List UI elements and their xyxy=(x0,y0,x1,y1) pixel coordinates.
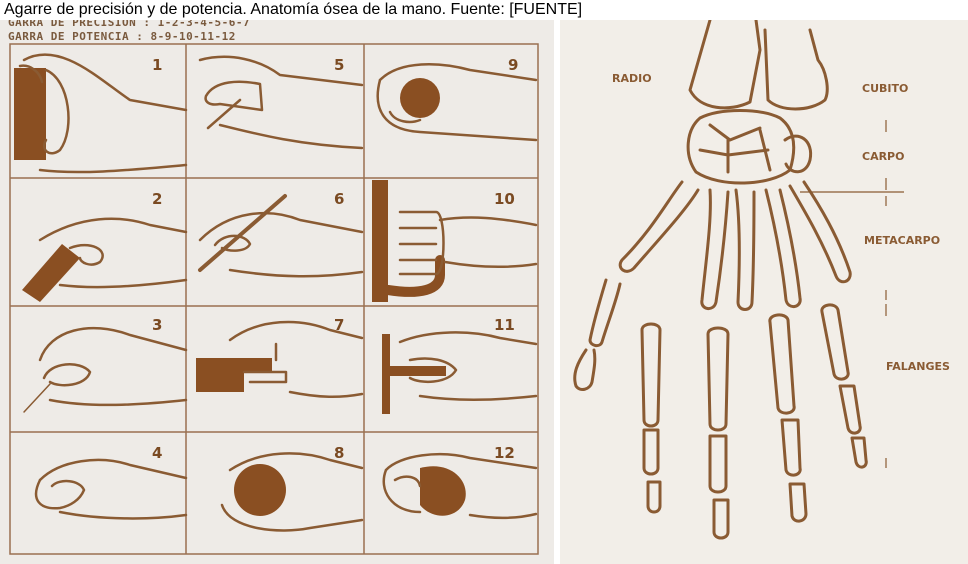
label-metacarpo: METACARPO xyxy=(864,234,940,247)
hand-skeleton-svg: RADIO CUBITO CARPO METACARPO FALANGES xyxy=(560,0,968,564)
label-carpo: CARPO xyxy=(862,150,904,163)
label-cubito: CUBITO xyxy=(862,82,908,95)
grip-3-illustration xyxy=(24,328,186,412)
cell-number-2: 2 xyxy=(152,190,162,208)
grip-8-illustration xyxy=(222,453,362,530)
figure-caption: Agarre de precisión y de potencia. Anato… xyxy=(0,0,968,20)
cell-number-4: 4 xyxy=(152,444,162,462)
cell-number-12: 12 xyxy=(494,444,515,462)
grip-2-illustration xyxy=(22,219,186,302)
cell-number-11: 11 xyxy=(494,316,515,334)
grip-9-illustration xyxy=(378,64,536,140)
grip-types-panel: GARRA DE PRECISION : 1-2-3-4-5-6-7 GARRA… xyxy=(0,0,554,564)
grip-grid-svg: 1 5 9 2 6 10 3 7 11 4 8 12 xyxy=(0,0,554,564)
carpal-bones xyxy=(688,111,811,184)
cell-number-1: 1 xyxy=(152,56,162,74)
cell-number-3: 3 xyxy=(152,316,162,334)
grip-12-illustration xyxy=(384,454,536,518)
label-falanges: FALANGES xyxy=(886,360,950,373)
finger-phalanges xyxy=(642,305,866,538)
thumb-phalanges xyxy=(575,280,620,389)
radius-ulna-bones xyxy=(690,20,827,109)
cell-number-8: 8 xyxy=(334,444,344,462)
metacarpal-bones xyxy=(620,182,850,310)
grip-6-illustration xyxy=(200,196,362,276)
cell-number-5: 5 xyxy=(334,56,344,74)
hand-skeleton-panel: RADIO CUBITO CARPO METACARPO FALANGES xyxy=(560,0,968,564)
label-radio: RADIO xyxy=(612,72,652,85)
level-markers xyxy=(800,120,904,468)
cell-number-10: 10 xyxy=(494,190,515,208)
cell-number-6: 6 xyxy=(334,190,344,208)
grip-11-illustration xyxy=(382,332,536,414)
cell-number-9: 9 xyxy=(508,56,518,74)
grip-4-illustration xyxy=(36,460,186,518)
